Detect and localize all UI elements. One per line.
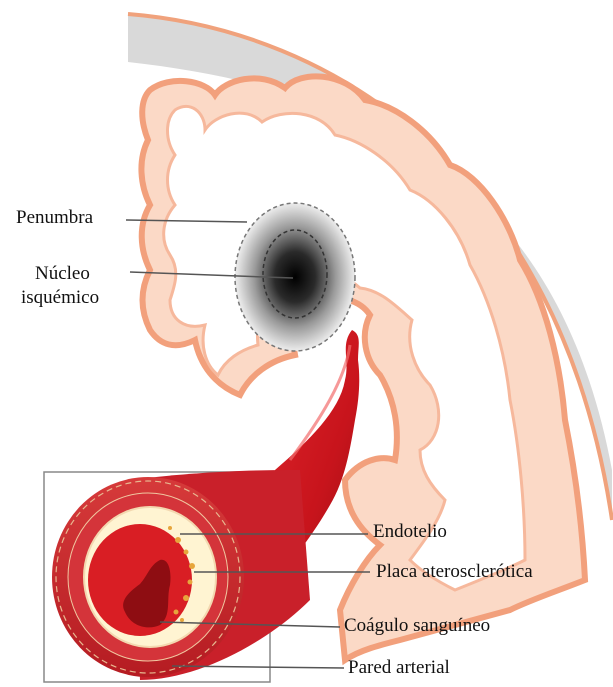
label-nucleo-line1: Núcleo [35, 263, 90, 285]
label-nucleo-line2: isquémico [21, 287, 99, 309]
label-placa: Placa aterosclerótica [376, 561, 533, 583]
label-coagulo: Coágulo sanguíneo [344, 615, 490, 637]
label-endotelio: Endotelio [373, 521, 447, 543]
label-penumbra: Penumbra [16, 207, 93, 229]
label-pared: Pared arterial [348, 657, 450, 679]
